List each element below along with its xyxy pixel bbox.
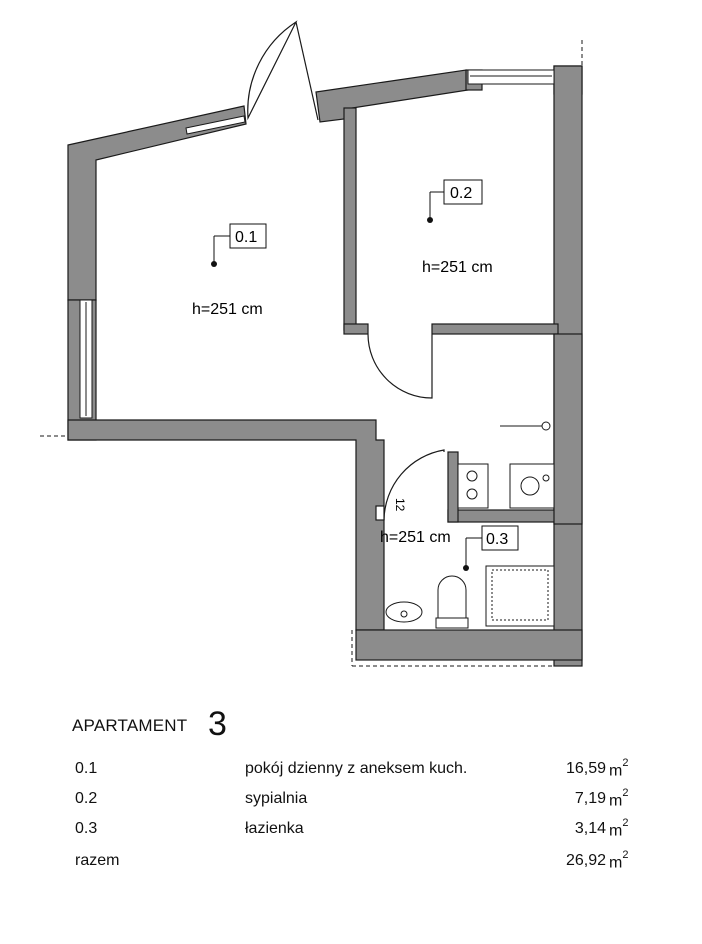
room-tag-0-3: 0.3 xyxy=(463,525,519,571)
legend-room-name: pokój dzienny z aneksem kuch. xyxy=(245,760,468,777)
door-bathroom xyxy=(383,449,445,521)
toilet-icon xyxy=(437,575,467,619)
legend-room-name: łazienka xyxy=(245,820,304,837)
wall-south-living xyxy=(67,419,385,631)
fixtures xyxy=(385,421,555,629)
legend-room-area: 16,59 xyxy=(565,760,606,777)
wall-partition-vertical xyxy=(343,107,357,331)
room-id-0-1: 0.1 xyxy=(235,229,257,246)
wall-bath-divider xyxy=(447,509,559,523)
room-id-0-3: 0.3 xyxy=(486,531,508,548)
legend-unit: m2 xyxy=(609,849,629,872)
legend-room-area: 3,14 xyxy=(574,820,606,837)
legend-unit: m2 xyxy=(609,817,629,840)
wall-north-middle xyxy=(315,69,469,123)
apartment-number: 3 xyxy=(208,705,227,743)
door-bedroom xyxy=(367,333,433,399)
wall-east-block-1 xyxy=(553,333,583,525)
room-height-0-3: h=251 cm xyxy=(380,529,451,546)
legend-room-id: 0.2 xyxy=(75,790,98,807)
legend-total-area: 26,92 xyxy=(565,852,606,869)
wall-south xyxy=(355,629,583,661)
doors xyxy=(247,20,445,521)
window-northeast xyxy=(467,69,555,85)
legend-unit: m2 xyxy=(609,757,629,780)
legend-total-row: razem 26,92 m2 xyxy=(0,849,702,876)
door-entry xyxy=(247,20,298,121)
legend-room-name: sypialnia xyxy=(245,790,308,807)
room-height-0-1: h=251 cm xyxy=(192,301,263,318)
legend-row: 0.2 sypialnia 7,19 m2 xyxy=(0,787,702,814)
wall-partition-bedroom-right xyxy=(431,323,559,335)
legend-room-id: 0.1 xyxy=(75,760,98,777)
wall-kitchen-left xyxy=(447,451,459,523)
legend-room-id: 0.3 xyxy=(75,820,98,837)
door-tag: 12 xyxy=(393,498,407,512)
windows xyxy=(79,69,555,419)
floor-plan: 0.1 h=251 cm 0.2 h=251 cm 0.3 h=251 cm 1… xyxy=(40,20,583,667)
wall-northwest xyxy=(67,105,247,301)
legend-row: 0.3 łazienka 3,14 m2 xyxy=(0,817,702,844)
legend-unit: m2 xyxy=(609,787,629,810)
room-id-0-2: 0.2 xyxy=(450,185,472,202)
legend-room-area: 7,19 xyxy=(574,790,606,807)
external-outline xyxy=(40,40,583,667)
room-tag-0-2: 0.2 xyxy=(427,179,483,223)
room-height-0-2: h=251 cm xyxy=(422,259,493,276)
legend-row: 0.1 pokój dzienny z aneksem kuch. 16,59 … xyxy=(0,757,702,784)
window-northwest xyxy=(185,115,246,135)
legend-total-label: razem xyxy=(75,852,120,869)
apartment-title: APARTAMENT xyxy=(72,716,188,735)
room-tag-0-1: 0.1 xyxy=(211,223,267,267)
wall-partition-bedroom-left xyxy=(343,323,369,335)
shower-tray-icon xyxy=(485,565,555,627)
